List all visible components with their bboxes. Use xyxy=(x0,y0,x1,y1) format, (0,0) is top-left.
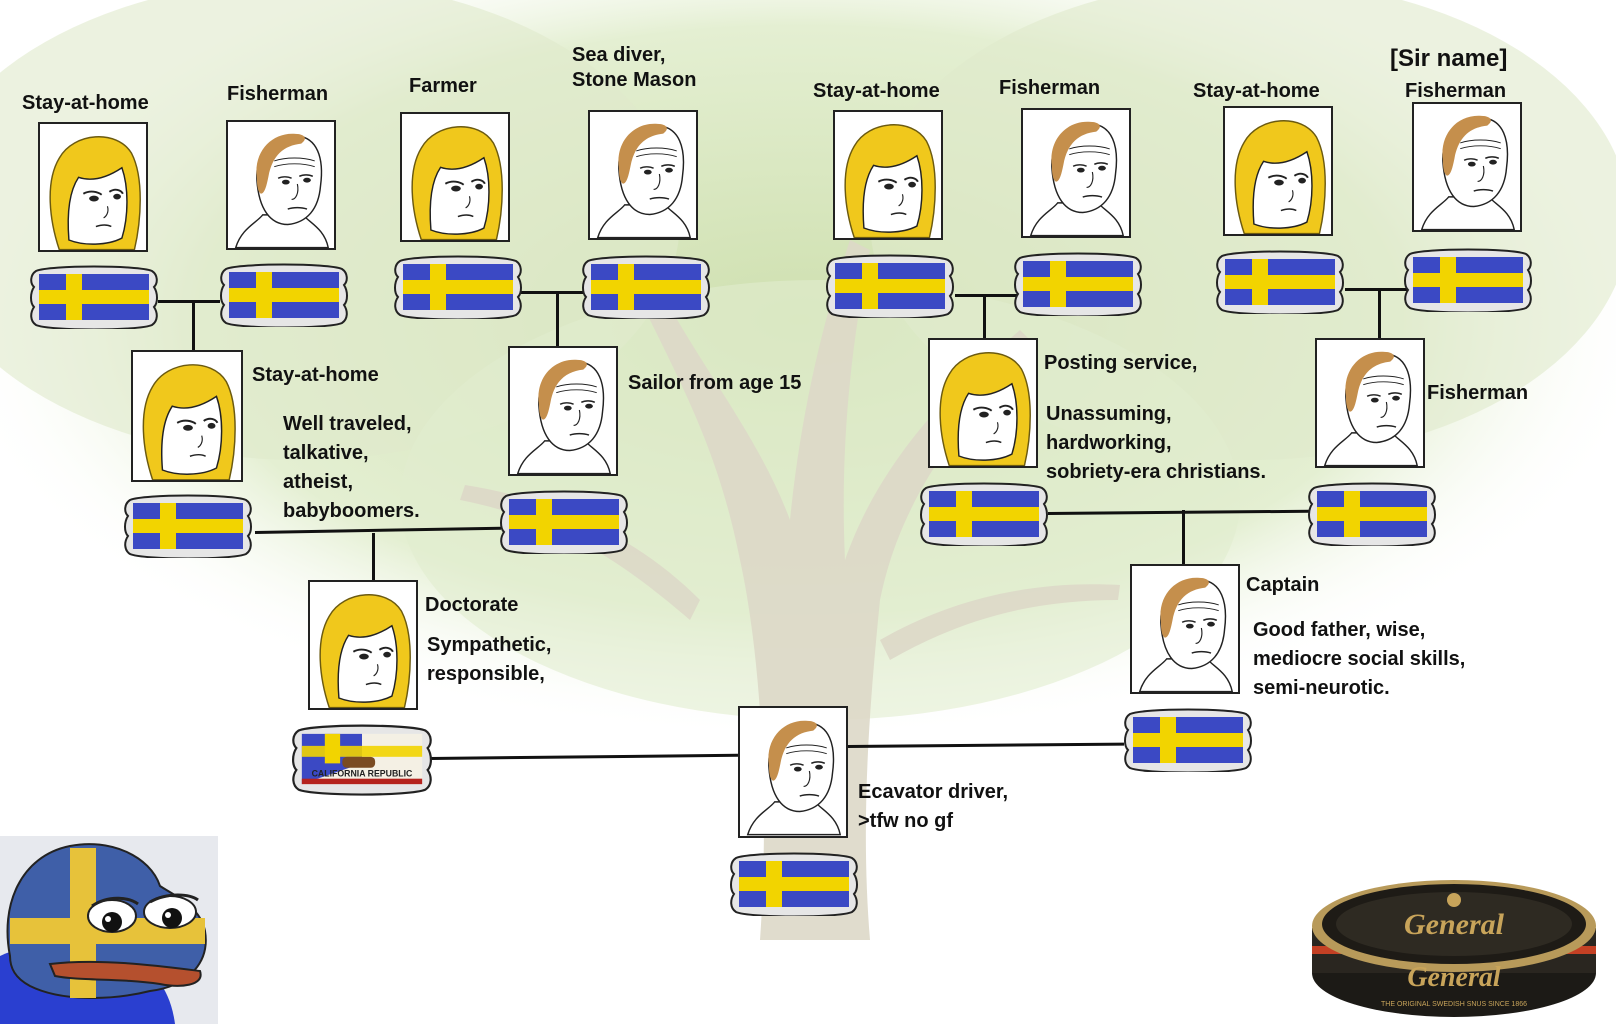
portrait-me xyxy=(738,706,848,838)
sweden-flag-icon xyxy=(582,255,710,319)
portrait-gg7 xyxy=(1223,106,1333,236)
sweden-flag-icon xyxy=(1124,708,1252,772)
label-gg7: Stay-at-home xyxy=(1193,80,1320,102)
portrait-gg3 xyxy=(400,112,510,242)
label-gg2: Fisherman xyxy=(227,83,329,105)
traits-p2: Good father, wise, mediocre social skill… xyxy=(1253,619,1466,699)
sweden-flag-icon xyxy=(1216,250,1344,314)
label-gg1: Stay-at-home xyxy=(22,92,149,114)
label-me: Ecavator driver, >tfw no gf xyxy=(858,781,1009,832)
snus-brand-side: General xyxy=(1407,962,1501,993)
sweden-flag-icon xyxy=(500,490,628,554)
portrait-gg6 xyxy=(1021,108,1131,238)
connector-line xyxy=(372,533,375,581)
portrait-gg5 xyxy=(833,110,943,240)
label-gg5: Stay-at-home xyxy=(813,80,940,102)
label-g3: Posting service, xyxy=(1044,352,1198,374)
sweden-flag-icon xyxy=(124,494,252,558)
sweden-flag-icon xyxy=(1014,252,1142,316)
portrait-gg1 xyxy=(38,122,148,252)
portrait-gg8 xyxy=(1412,102,1522,232)
pepe-sweden-icon xyxy=(0,836,218,1024)
connector-line xyxy=(192,300,195,352)
sweden-flag-icon xyxy=(826,254,954,318)
label-gg8: Fisherman xyxy=(1405,80,1507,102)
portrait-g2 xyxy=(508,346,618,476)
traits-p1: Sympathetic, responsible, xyxy=(427,634,552,685)
label-gg3: Farmer xyxy=(409,75,477,97)
connector-line xyxy=(556,291,559,347)
portrait-g4 xyxy=(1315,338,1425,468)
connector-line xyxy=(520,291,584,294)
sweden-flag-icon xyxy=(30,265,158,329)
traits-g3: Unassuming, hardworking, sobriety-era ch… xyxy=(1046,403,1267,483)
connector-line xyxy=(1182,510,1185,564)
label-g4: Fisherman xyxy=(1427,382,1529,404)
sweden-flag-icon xyxy=(920,482,1048,546)
label-g1: Stay-at-home xyxy=(252,364,379,386)
portrait-g3 xyxy=(928,338,1038,468)
portrait-p2 xyxy=(1130,564,1240,694)
snus-tagline: THE ORIGINAL SWEDISH SNUS SINCE 1866 xyxy=(1381,1001,1527,1008)
sir-name-note: [Sir name] xyxy=(1390,45,1508,72)
sweden-flag-icon xyxy=(220,263,348,327)
portrait-g1 xyxy=(131,350,243,482)
label-g2: Sailor from age 15 xyxy=(628,372,802,394)
connector-line xyxy=(1378,288,1381,338)
connector-line xyxy=(158,300,220,303)
traits-g1: Well traveled, talkative, atheist, babyb… xyxy=(283,413,420,522)
svg-text:CALIFORNIA REPUBLIC: CALIFORNIA REPUBLIC xyxy=(312,769,413,779)
connector-line xyxy=(955,294,1017,297)
portrait-gg4 xyxy=(588,110,698,240)
snus-tin: General General THE ORIGINAL SWEDISH SNU… xyxy=(1308,878,1600,1018)
sweden-flag-icon xyxy=(730,852,858,916)
label-p1: Doctorate xyxy=(425,594,519,616)
sweden-flag-icon xyxy=(1308,482,1436,546)
label-p2: Captain xyxy=(1246,574,1320,596)
label-gg4: Sea diver, Stone Mason xyxy=(572,44,697,91)
portrait-p1 xyxy=(308,580,418,710)
portrait-gg2 xyxy=(226,120,336,250)
connector-line xyxy=(1345,288,1407,291)
sweden-california-flag-icon: CALIFORNIA REPUBLIC xyxy=(292,720,432,798)
snus-brand: General xyxy=(1404,908,1505,941)
sweden-flag-icon xyxy=(1404,248,1532,312)
connector-line xyxy=(983,294,986,338)
label-gg6: Fisherman xyxy=(999,77,1101,99)
sweden-flag-icon xyxy=(394,255,522,319)
